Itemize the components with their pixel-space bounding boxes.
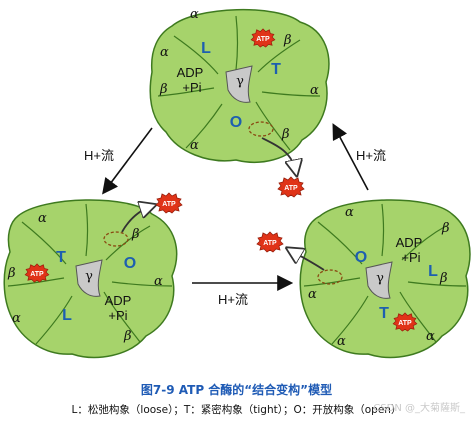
adp-label: ADP [396, 235, 423, 250]
alpha-label: α [337, 334, 346, 349]
watermark: CSDN @_大菊薩斯_ [373, 403, 465, 414]
atp-label: ATP [256, 36, 270, 43]
atp-label: ATP [30, 271, 44, 278]
cycle-arrow-right-to-top [332, 123, 369, 191]
pi-label: +Pi [401, 250, 420, 265]
atp-label: ATP [398, 320, 412, 327]
alpha-label: α [308, 287, 317, 302]
loose-site-label: L [428, 263, 438, 280]
beta-label: β [159, 82, 168, 97]
alpha-label: α [154, 274, 163, 289]
beta-label: β [131, 227, 140, 242]
gamma-subunit-top [225, 65, 253, 103]
gamma-label: γ [85, 269, 93, 284]
pi-label: +Pi [108, 308, 127, 323]
alpha-label: α [426, 329, 435, 344]
release-arrow-right [290, 250, 325, 271]
cycle-arrow-top-to-left [102, 127, 153, 195]
pi-label: +Pi [182, 80, 201, 95]
beta-label: β [281, 127, 290, 142]
alpha-label: α [310, 83, 319, 98]
beta-label: β [123, 329, 132, 344]
enzyme-top [149, 9, 330, 163]
tight-site-label: T [271, 61, 281, 78]
adp-label: ADP [105, 293, 132, 308]
beta-label: β [439, 271, 448, 286]
open-site-left [103, 231, 129, 247]
alpha-label: α [190, 138, 199, 153]
proton-flow-label: H+流 [218, 292, 248, 307]
figure-legend: L：松弛构象（loose）；T：紧密构象（tight）；O：开放构象（open） [71, 404, 402, 416]
release-arrow-top [261, 137, 296, 172]
enzyme-right [299, 199, 471, 359]
alpha-label: α [190, 7, 199, 22]
proton-flow-label: H+流 [84, 148, 114, 163]
alpha-label: α [160, 45, 169, 60]
gamma-subunit-right [365, 261, 393, 299]
loose-site-label: L [62, 307, 72, 324]
proton-flow-label: H+流 [356, 148, 386, 163]
atp-label: ATP [263, 240, 277, 247]
beta-label: β [283, 33, 292, 48]
open-site-top [248, 121, 274, 137]
beta-label: β [441, 221, 450, 236]
atp-label: ATP [162, 201, 176, 208]
enzyme-left [3, 199, 178, 359]
loose-site-label: L [201, 40, 211, 57]
alpha-label: α [12, 311, 21, 326]
open-site-label: O [355, 249, 367, 266]
open-site-label: O [230, 114, 242, 131]
beta-label: β [7, 266, 16, 281]
tight-site-label: T [379, 305, 389, 322]
gamma-label: γ [376, 271, 384, 286]
enzyme-right-subunit-lines [303, 203, 467, 345]
alpha-label: α [38, 211, 47, 226]
atp-label: ATP [284, 185, 298, 192]
figure-title: 图7-9 ATP 合酶的“结合变构”模型 [140, 383, 333, 397]
tight-site-label: T [56, 249, 66, 266]
release-arrow-left [121, 206, 152, 233]
open-site-right [317, 269, 343, 285]
adp-label: ADP [177, 65, 204, 80]
gamma-subunit-left [75, 259, 103, 297]
alpha-label: α [345, 205, 354, 220]
open-site-label: O [124, 255, 136, 272]
gamma-label: γ [236, 74, 244, 89]
